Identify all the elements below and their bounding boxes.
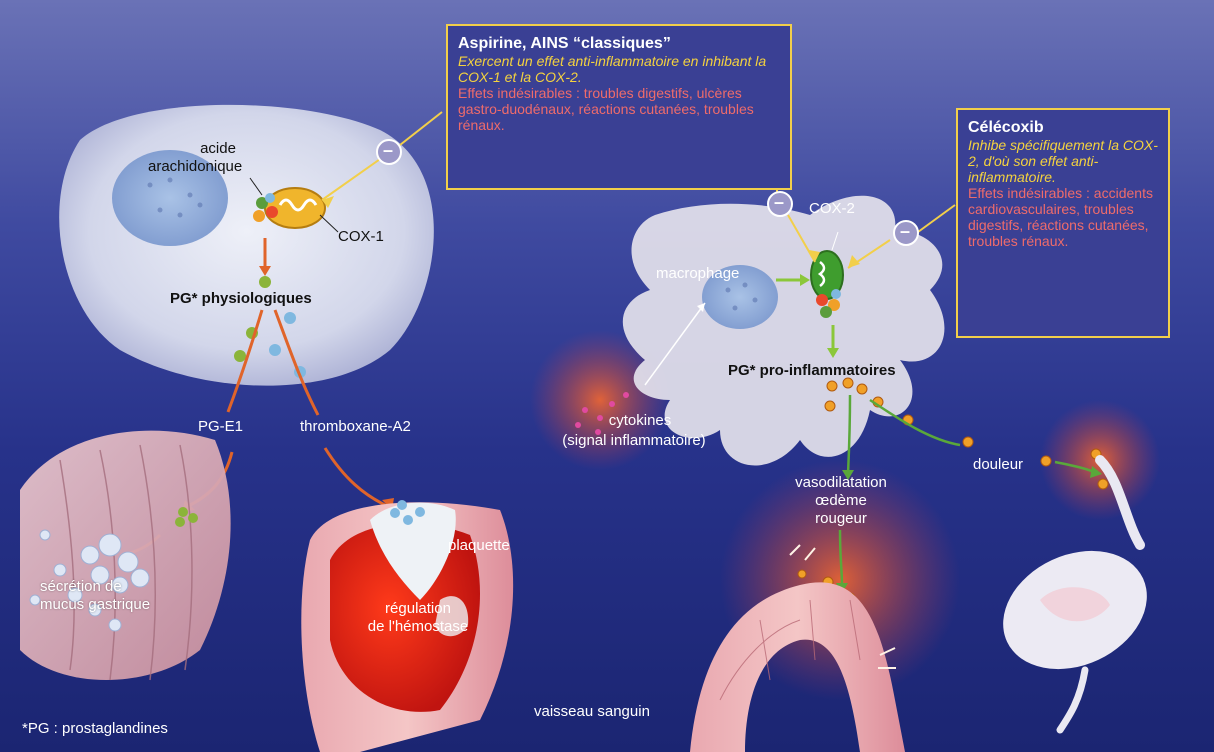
label-pg-pro-inflammatoires: PG* pro-inflammatoires (728, 362, 896, 379)
minus-sign: – (900, 223, 910, 240)
celecoxib-side-effects: Effets indésirables : accidents cardiova… (968, 185, 1158, 249)
label-secretion: sécrétion de (40, 578, 122, 595)
footnote: *PG : prostaglandines (22, 720, 168, 737)
label-vaisseau-sanguin: vaisseau sanguin (534, 703, 650, 720)
label-oedeme: œdème (776, 492, 906, 509)
aspirine-side-effects: Effets indésirables : troubles digestifs… (458, 85, 780, 133)
label-douleur: douleur (973, 456, 1023, 473)
label-pge1: PG-E1 (198, 418, 243, 435)
label-thromboxane: thromboxane-A2 (300, 418, 411, 435)
minus-sign: – (774, 194, 784, 211)
label-cytokines: cytokines (560, 412, 720, 429)
label-signal-inflammatoire: (signal inflammatoire) (534, 432, 734, 449)
label-regulation: régulation (358, 600, 478, 617)
celecoxib-effect: Inhibe spécifiquement la COX-2, d'où son… (968, 137, 1158, 185)
label-cox2: COX-2 (809, 200, 855, 217)
label-vasodilatation: vasodilatation (776, 474, 906, 491)
aspirine-effect: Exercent un effet anti-inflammatoire en … (458, 53, 780, 85)
label-acide: acide (166, 140, 270, 157)
label-plaquette: plaquette (448, 537, 510, 554)
label-pg-physiologiques: PG* physiologiques (170, 290, 312, 307)
aspirine-title: Aspirine, AINS “classiques” (458, 34, 780, 53)
label-hemostase: de l'hémostase (358, 618, 478, 635)
aspirine-info-box: Aspirine, AINS “classiques” Exercent un … (446, 24, 792, 190)
label-cox1: COX-1 (338, 228, 384, 245)
label-rougeur: rougeur (776, 510, 906, 527)
celecoxib-title: Célécoxib (968, 118, 1158, 137)
label-macrophage: macrophage (656, 265, 739, 282)
label-mucus: mucus gastrique (40, 596, 150, 613)
minus-sign: – (383, 142, 393, 159)
label-arachidonique: arachidonique (148, 158, 242, 175)
celecoxib-info-box: Célécoxib Inhibe spécifiquement la COX-2… (956, 108, 1170, 338)
